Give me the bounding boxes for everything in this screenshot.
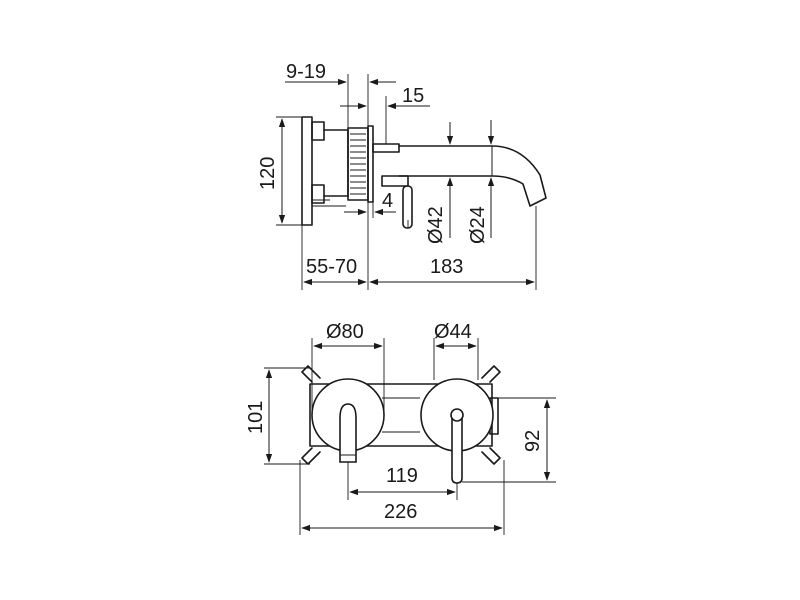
dim-lever-dia: Ø42 [425,206,447,244]
front-view [301,365,501,484]
mount-tab-top-left [301,365,321,383]
dim-spout-rosette: Ø80 [326,321,364,343]
dim-height: 120 [257,157,279,190]
side-dimensions: 9-19 15 120 4 Ø42 Ø24 55-70 183 [257,61,537,290]
connector-nut [372,143,400,153]
cover-plate [367,125,374,203]
dim-lever-rosette: Ø44 [434,321,472,343]
dim-plate: 15 [402,85,424,107]
wall-plate [301,116,313,226]
side-view [301,116,547,229]
dim-box-height: 101 [245,401,267,434]
dim-spout-dia: Ø24 [467,206,489,244]
mounting-ear-bottom [311,184,325,204]
dim-lever-height: 92 [522,430,544,452]
dim-total-width: 226 [384,501,417,523]
dim-body-depth: 55-70 [306,256,357,278]
dim-gap: 4 [382,190,393,212]
spout-front [339,403,357,463]
valve-body [323,129,349,197]
mount-tab-top-right [481,365,501,383]
lever-base [381,175,409,187]
mounting-ear-top [311,121,325,141]
dim-wall-depth: 9-19 [286,61,326,83]
mount-tab-bottom-left [301,447,321,465]
front-dimensions: Ø80 Ø44 101 92 119 226 [245,321,556,535]
thread-lines [350,133,366,195]
lever-front [451,414,463,484]
spout [398,145,547,207]
dim-centers: 119 [386,465,418,487]
lever-handle [402,185,413,229]
mount-tab-bottom-right [481,447,501,465]
dim-spout-length: 183 [430,256,463,278]
